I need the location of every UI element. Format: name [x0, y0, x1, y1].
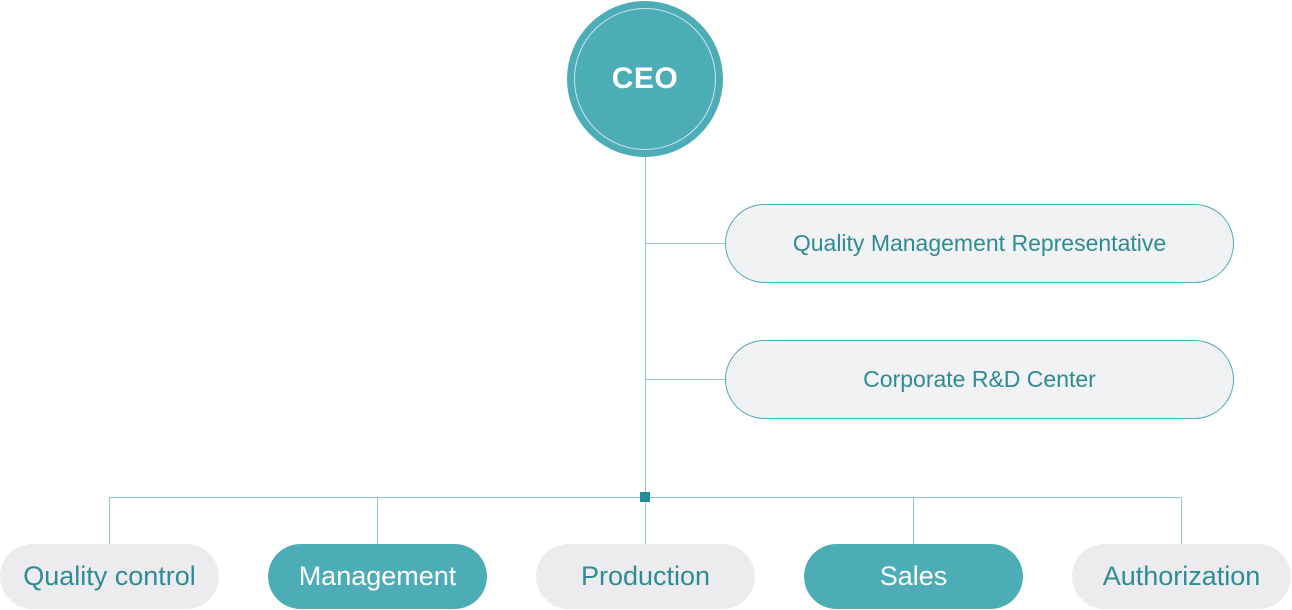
unit-corporate-rd-center: Corporate R&D Center	[725, 340, 1234, 419]
dept-production: Production	[536, 544, 755, 609]
junction-node	[640, 492, 650, 502]
ceo-trunk-line	[645, 157, 646, 497]
qmr-branch-line	[645, 243, 725, 244]
rd-branch-line	[645, 379, 725, 380]
dept-management: Management	[268, 544, 487, 609]
dept-authorization: Authorization	[1072, 544, 1291, 609]
unit-quality-management-representative: Quality Management Representative	[725, 204, 1234, 283]
ceo-label: CEO	[574, 8, 716, 150]
dept-sales: Sales	[804, 544, 1023, 609]
dept-quality-control: Quality control	[0, 544, 219, 609]
drop-line-quality-control	[109, 497, 110, 544]
ceo-node: CEO	[567, 1, 723, 157]
drop-line-authorization	[1181, 497, 1182, 544]
drop-line-management	[377, 497, 378, 544]
drop-line-sales	[913, 497, 914, 544]
drop-line-production	[645, 497, 646, 544]
